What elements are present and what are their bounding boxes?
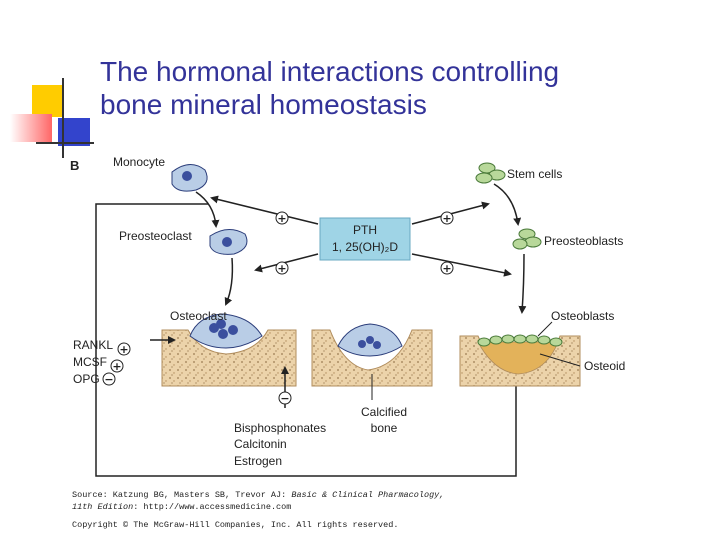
bone-section-formation [459,335,581,387]
inhibitor-bisphosphonates: Bisphosphonates [234,421,326,435]
caption-url: : http://www.accessmedicine.com [133,502,292,512]
arrow-preosteoblasts-to-osteoblasts [518,253,527,314]
corner-decoration [0,0,100,170]
svg-text:−: − [280,392,289,405]
stem-cells [475,162,506,184]
arrow-pth-to-monocyte-path [210,195,319,225]
preosteoclast-label: Preosteoclast [119,229,192,243]
caption-source-title: Basic & Clinical Pharmacology, [291,490,445,500]
opg-label: OPG [73,372,100,386]
osteoblast-cell [489,335,503,345]
inhibitor-minus-marker: − [278,391,292,405]
arrow-pth-to-preosteoclast [254,253,319,273]
inhibitor-calcitonin: Calcitonin [234,437,287,451]
caption-line-3: Copyright © The McGraw-Hill Companies, I… [72,520,399,530]
hormone-pth: PTH [353,223,377,237]
osteoblast-cell [477,337,491,347]
rankl-label: RANKL [73,338,113,352]
panel-letter: B [70,158,79,173]
svg-text:−: − [104,373,113,386]
plus-marker-1: + [275,211,289,225]
plus-marker-4: + [440,261,454,275]
svg-text:+: + [277,212,286,225]
osteoblasts-pointer [537,321,553,337]
stem-cells-label: Stem cells [507,167,562,181]
preosteoclast-cell [209,229,248,255]
osteoblast-cell [525,334,539,344]
caption-line-1: Source: Katzung BG, Masters SB, Trevor A… [72,489,572,501]
osteoblast-cell [549,337,563,347]
hormone-box [319,217,411,261]
caption-source-prefix: Source: Katzung BG, Masters SB, Trevor A… [72,490,292,500]
osteoclast-label: Osteoclast [170,309,227,323]
calcified-label-1: Calcified [361,405,407,419]
mcsf-plus-marker: + [110,359,124,373]
monocyte-label: Monocyte [113,155,165,169]
inhibitor-estrogen: Estrogen [234,454,282,468]
preosteoblasts-label: Preosteoblasts [544,234,623,248]
arrow-monocyte-to-preosteoclast [195,191,220,228]
rankl-plus-marker: + [117,342,131,356]
arrow-pth-to-preosteoblasts [411,253,512,277]
arrow-stemcells-to-preosteoblasts [493,183,522,226]
osteoblast-cells-row [477,334,563,347]
calcified-label-2: bone [371,421,398,435]
osteoblast-cell [513,334,527,344]
title-line-1: The hormonal interactions controlling [100,56,560,87]
osteoblasts-label: Osteoblasts [551,309,614,323]
bone-section-resorption [161,313,297,387]
osteoblast-cell [501,334,515,344]
osteoid-pointer [539,353,581,367]
source-caption: Source: Katzung BG, Masters SB, Trevor A… [72,489,572,531]
plus-marker-2: + [275,261,289,275]
vertical-rule [62,78,64,158]
mcsf-label: MCSF [73,355,107,369]
yellow-block [32,85,64,117]
monocyte-cell [171,164,208,192]
svg-text:+: + [442,212,451,225]
plus-marker-3: + [440,211,454,225]
title-line-2: bone mineral homeostasis [100,89,427,120]
caption-edition: 11th Edition [72,502,134,512]
slide-title: The hormonal interactions controlling bo… [100,55,700,121]
svg-text:+: + [442,262,451,275]
red-block [10,114,52,142]
preosteoblasts-cells [512,228,542,250]
svg-text:+: + [119,343,128,356]
svg-text:+: + [112,360,121,373]
arrow-preosteoclast-to-osteoclast [224,257,234,306]
horizontal-rule [36,142,94,144]
opg-minus-marker: − [102,372,116,386]
bone-section-calcified [311,323,433,387]
osteoid-label: Osteoid [584,359,625,373]
osteoblast-cell [537,335,551,345]
svg-text:+: + [277,262,286,275]
caption-line-2: 11th Edition: http://www.accessmedicine.… [72,501,572,513]
feedback-loop [95,203,517,477]
hormone-vitd: 1, 25(OH)₂D [332,240,398,254]
